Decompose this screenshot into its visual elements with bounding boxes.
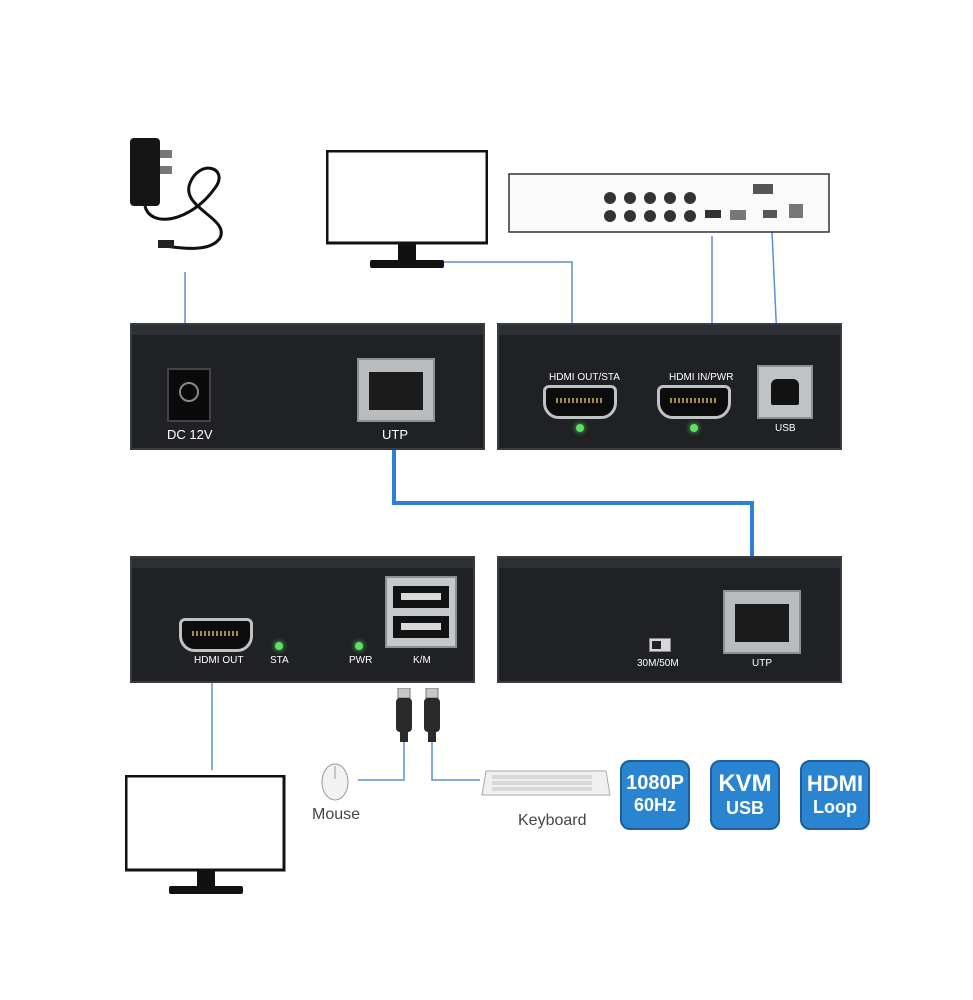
usb-b-port [757,365,813,419]
pwr-led [690,424,698,432]
hdmi-in-pwr-label: HDMI IN/PWR [669,372,734,383]
badge-hdmi: HDMI Loop [800,760,870,830]
sta-led [576,424,584,432]
distance-switch[interactable] [649,638,671,652]
power-adapter-icon [130,138,223,250]
badge-1080p: 1080P 60Hz [620,760,690,830]
dvr-icon [508,173,830,233]
usb-label: USB [775,423,796,434]
usb-plug-icon [396,688,440,742]
hdmi-out-port [543,385,617,419]
mouse-label: Mouse [312,806,361,823]
hdmi-out-sta-label: HDMI OUT/STA [549,372,620,383]
hdmi-in-port [657,385,731,419]
pwr-label: PWR [349,655,373,666]
mouse-icon [321,763,349,801]
switch-label: 30M/50M [637,658,679,669]
dc-label: DC 12V [167,427,213,442]
monitor-icon [326,150,488,268]
utp-port [723,590,801,654]
sta-label: STA [270,655,289,666]
dc-jack [167,368,211,422]
usb-a-ports [385,576,457,648]
transmitter-left-unit: DC 12V UTP [130,323,485,450]
utp-label: UTP [752,658,772,669]
hdmi-out-port [179,618,253,652]
keyboard-icon [481,770,611,796]
pwr-led [355,642,363,650]
km-label: K/M [413,655,431,666]
hdmi-out-label: HDMI OUT [194,655,244,666]
utp-cable [392,448,754,578]
badge-kvm: KVM USB [710,760,780,830]
monitor-icon [125,775,286,894]
sta-led [275,642,283,650]
receiver-left-unit: HDMI OUT STA PWR K/M [130,556,475,683]
utp-label: UTP [382,427,408,442]
receiver-right-unit: 30M/50M UTP [497,556,842,683]
transmitter-right-unit: HDMI OUT/STA HDMI IN/PWR USB [497,323,842,450]
utp-port [357,358,435,422]
keyboard-label: Keyboard [518,812,587,829]
